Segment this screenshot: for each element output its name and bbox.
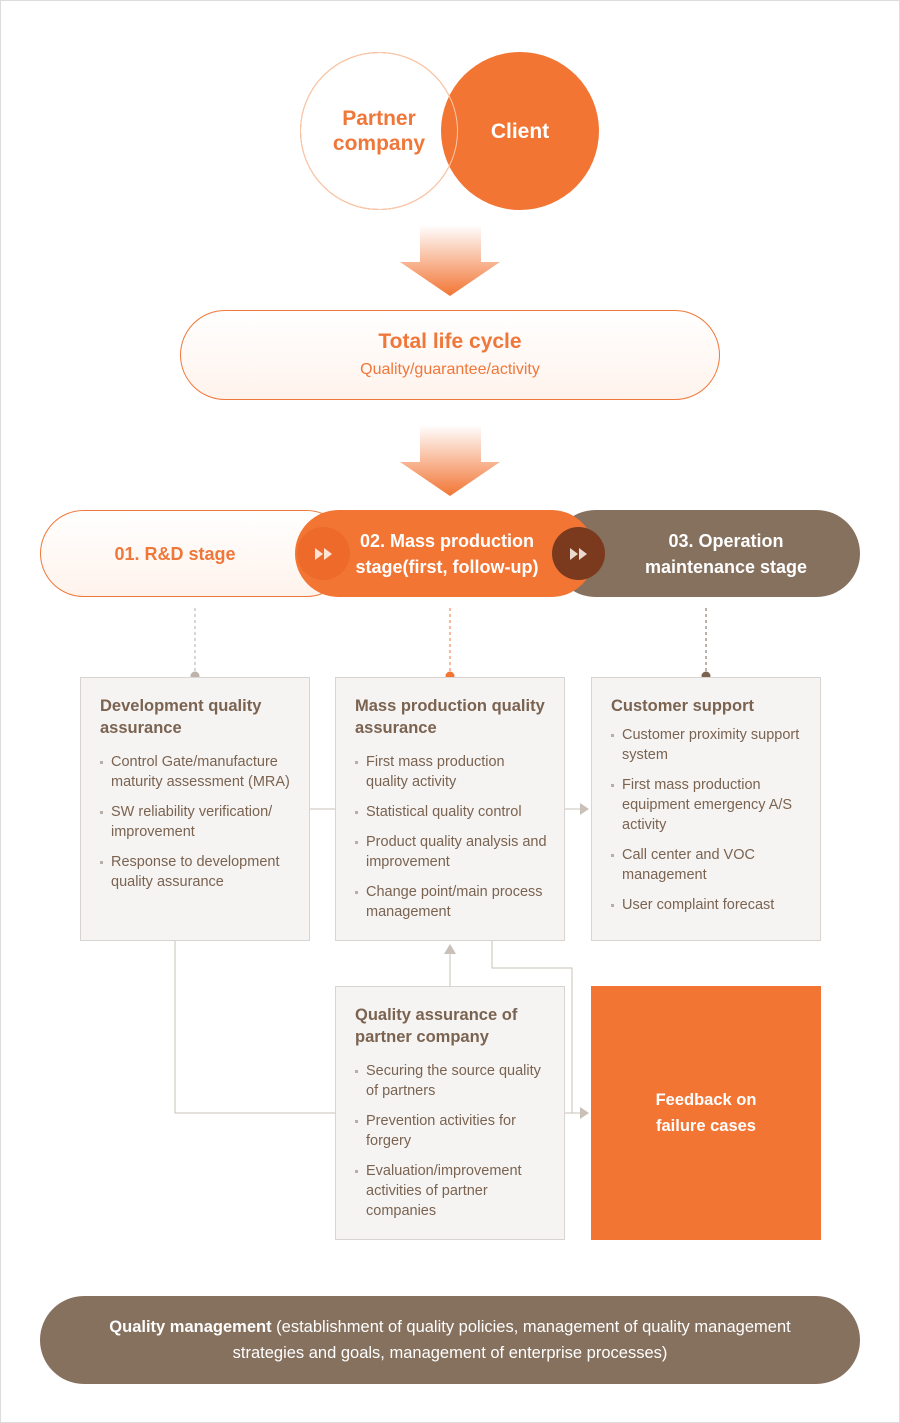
list-item: First mass production equipment emergenc… bbox=[611, 775, 804, 835]
life-cycle-subtitle: Quality/guarantee/activity bbox=[360, 361, 540, 378]
double-chevron-right-icon bbox=[297, 527, 350, 580]
total-life-cycle-pill: Total life cycle Quality/guarantee/activ… bbox=[180, 310, 720, 400]
list-item: Response to development quality assuranc… bbox=[100, 852, 293, 892]
mass-production-quality-box: Mass production quality assurance First … bbox=[335, 677, 565, 941]
customer-support-list: Customer proximity support system First … bbox=[611, 725, 804, 915]
development-quality-box: Development quality assurance Control Ga… bbox=[80, 677, 310, 941]
list-item: Prevention activities for forgery bbox=[355, 1111, 548, 1151]
stage-operation-label: 03. Operation maintenance stage bbox=[644, 530, 808, 577]
partner-quality-list: Securing the source quality of partners … bbox=[355, 1061, 548, 1221]
development-quality-title: Development quality assurance bbox=[100, 697, 262, 737]
list-item: First mass production quality activity bbox=[355, 752, 548, 792]
partner-company-label: Partner company bbox=[332, 107, 426, 155]
list-item: SW reliability verification/ improvement bbox=[100, 802, 293, 842]
list-item: Product quality analysis and improvement bbox=[355, 832, 548, 872]
stage-rd-label: 01. R&D stage bbox=[114, 543, 236, 564]
partner-quality-title: Quality assurance of partner company bbox=[355, 1006, 518, 1046]
mass-production-quality-title: Mass production quality assurance bbox=[355, 697, 545, 737]
list-item: Evaluation/improvement activities of par… bbox=[355, 1161, 548, 1221]
partner-company-circle: Partner company bbox=[300, 52, 458, 210]
list-item: Statistical quality control bbox=[355, 802, 548, 822]
customer-support-title: Customer support bbox=[611, 697, 755, 715]
list-item: Change point/main process management bbox=[355, 882, 548, 922]
list-item: Control Gate/manufacture maturity assess… bbox=[100, 752, 293, 792]
mass-production-quality-list: First mass production quality activity S… bbox=[355, 752, 548, 922]
life-cycle-title: Total life cycle bbox=[378, 330, 522, 353]
customer-support-box: Customer support Customer proximity supp… bbox=[591, 677, 821, 941]
partner-quality-box: Quality assurance of partner company Sec… bbox=[335, 986, 565, 1240]
quality-management-heading: Quality management bbox=[109, 1318, 272, 1336]
feedback-label: Feedback on failure cases bbox=[655, 1091, 757, 1135]
list-item: Securing the source quality of partners bbox=[355, 1061, 548, 1101]
list-item: Call center and VOC management bbox=[611, 845, 804, 885]
double-chevron-right-icon bbox=[552, 527, 605, 580]
quality-management-pill: Quality management (establishment of qua… bbox=[40, 1296, 860, 1384]
feedback-box: Feedback on failure cases bbox=[591, 986, 821, 1240]
client-label: Client bbox=[490, 119, 550, 143]
quality-management-description: (establishment of quality policies, mana… bbox=[232, 1318, 791, 1362]
stage-mass-production-label: 02. Mass production stage(first, follow-… bbox=[355, 530, 539, 577]
client-circle: Client bbox=[441, 52, 599, 210]
development-quality-list: Control Gate/manufacture maturity assess… bbox=[100, 752, 293, 892]
list-item: User complaint forecast bbox=[611, 895, 804, 915]
list-item: Customer proximity support system bbox=[611, 725, 804, 765]
quality-management-text: Quality management (establishment of qua… bbox=[100, 1314, 800, 1366]
